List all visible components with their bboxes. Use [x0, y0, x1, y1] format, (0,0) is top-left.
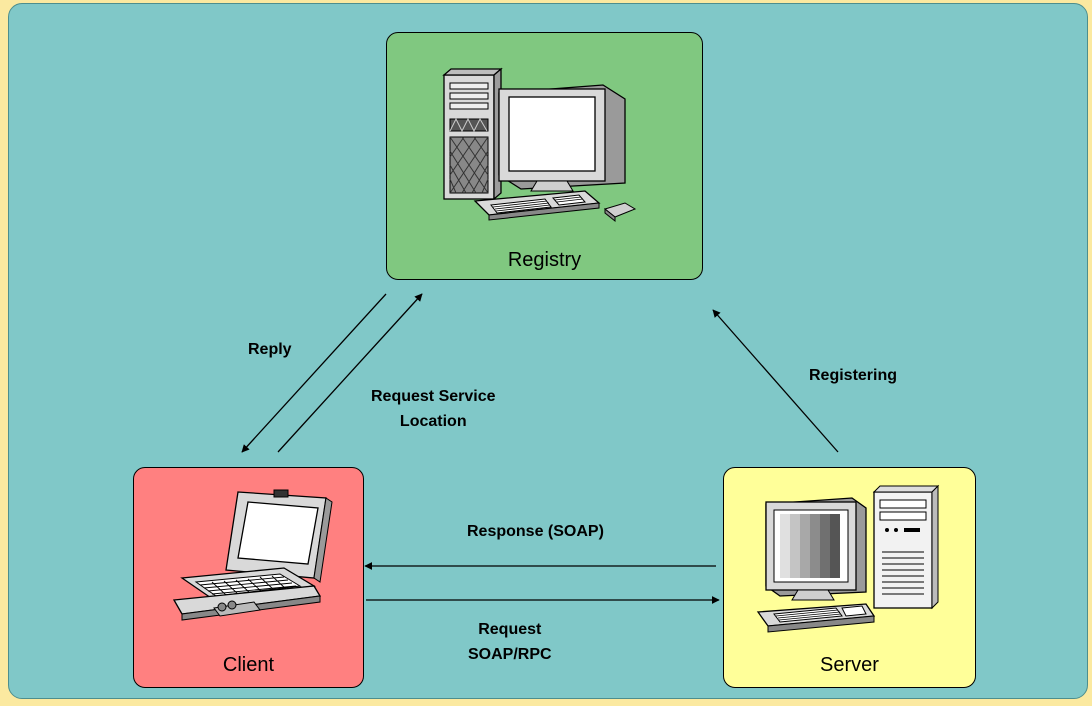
- reply-arrow: [241, 293, 387, 453]
- response-label: Response (SOAP): [467, 520, 604, 545]
- request-location-arrow: [277, 293, 423, 453]
- server-computer-icon: [756, 484, 940, 633]
- desktop-computer-icon: [442, 67, 637, 223]
- registering-label: Registering: [809, 364, 897, 389]
- request-location-line2: Location: [399, 412, 467, 430]
- response-label-text: Response (SOAP): [467, 523, 604, 540]
- registry-node: Registry: [386, 32, 703, 280]
- client-node: Client: [133, 467, 364, 688]
- registry-label: Registry: [507, 249, 582, 271]
- reply-label: Reply: [248, 338, 292, 363]
- request-location-label: Request Service Location: [371, 385, 496, 435]
- client-label: Client: [222, 654, 275, 676]
- request-label-line1: Request: [478, 621, 542, 638]
- registering-arrow: [712, 309, 839, 453]
- server-node: Server: [723, 467, 976, 688]
- server-label: Server: [820, 654, 879, 676]
- reply-label-text: Reply: [248, 341, 292, 358]
- request-location-line1: Request Service: [371, 388, 496, 405]
- request-label-line2: SOAP/RPC: [468, 645, 552, 663]
- laptop-icon: [172, 489, 333, 621]
- request-label: Request SOAP/RPC: [468, 618, 552, 668]
- registering-label-text: Registering: [809, 367, 898, 384]
